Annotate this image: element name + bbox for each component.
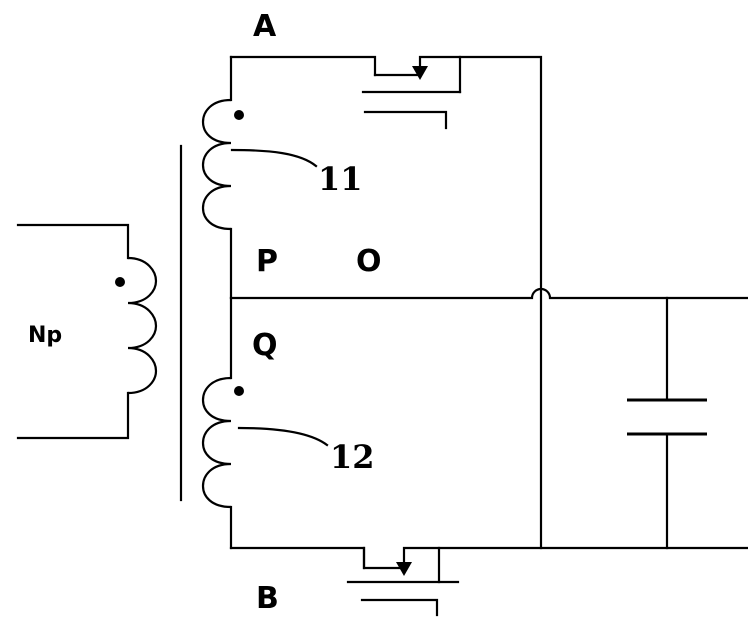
secondary-winding-11 (201, 55, 318, 300)
label-o: O (356, 244, 382, 279)
leader-line-12 (237, 426, 329, 447)
label-np: Np (28, 323, 62, 348)
mosfet-bottom (229, 546, 748, 617)
center-tap-output-line (229, 287, 748, 300)
primary-winding (16, 223, 158, 440)
mosfet-top (229, 55, 543, 550)
secondary-winding-12 (201, 296, 329, 550)
winding-12-polarity-dot (234, 386, 244, 396)
primary-polarity-dot (115, 277, 125, 287)
label-11: 11 (318, 160, 363, 198)
winding-11-polarity-dot (234, 110, 244, 120)
output-capacitor (627, 296, 707, 550)
label-12: 12 (330, 438, 375, 476)
label-a: A (253, 9, 277, 44)
label-p: P (256, 244, 278, 279)
leader-line-11 (230, 148, 318, 168)
label-q: Q (252, 328, 278, 363)
label-b: B (256, 581, 279, 616)
